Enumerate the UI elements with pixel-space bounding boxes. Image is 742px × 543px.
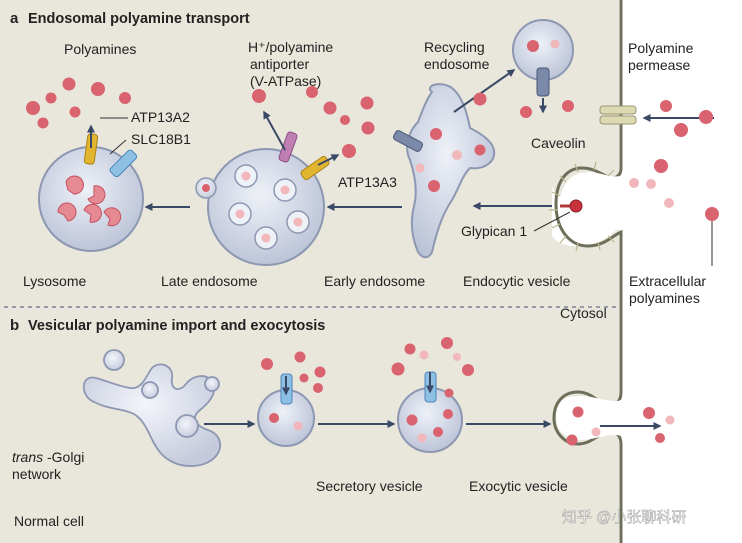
panel-a-letter: a <box>10 10 19 27</box>
atp13a2-transporter-icon <box>83 133 99 165</box>
label-extracellular-1: Extracellular <box>629 273 706 289</box>
watermark: 知乎 @小张聊科研 <box>562 509 686 526</box>
label-endocytic-vesicle: Endocytic vesicle <box>463 273 571 289</box>
label-secretory-vesicle: Secretory vesicle <box>316 478 423 494</box>
label-antiporter-2: antiporter <box>250 56 309 72</box>
label-early-endosome: Early endosome <box>324 273 425 289</box>
label-extracellular-2: polyamines <box>629 290 700 306</box>
label-atp13a3: ATP13A3 <box>338 174 397 190</box>
leader-lines <box>100 117 713 266</box>
slc18b1-transporter-icon <box>109 149 138 178</box>
endocytic-pocket <box>560 172 621 242</box>
secretory-precursor-vesicle <box>257 389 315 447</box>
polyamine-light-dots <box>419 350 675 437</box>
label-antiporter-1: H⁺/polyamine <box>248 39 333 55</box>
panel-a-title: Endosomal polyamine transport <box>28 11 250 27</box>
exocytic-pocket <box>558 396 621 440</box>
recycling-endosome <box>512 19 574 81</box>
caveolin-channel-icon <box>536 67 550 97</box>
label-normal-cell: Normal cell <box>14 513 84 529</box>
label-antiporter-3: (V-ATPase) <box>250 73 321 89</box>
label-caveolin: Caveolin <box>531 135 585 151</box>
secretory-vesicle <box>397 387 463 453</box>
label-network: network <box>12 466 62 482</box>
label-atp13a2: ATP13A2 <box>131 109 190 125</box>
polyamine-dot-icon <box>26 77 719 221</box>
glypican-hairs <box>549 161 615 252</box>
atp13a3-transporter-icon <box>392 130 424 152</box>
label-lysosome: Lysosome <box>23 273 87 289</box>
trans-golgi-network <box>82 349 222 467</box>
label-permease-2: permease <box>628 57 690 73</box>
label-trans-italic: trans <box>12 449 43 465</box>
label-recycling-2: endosome <box>424 56 490 72</box>
label-late-endosome: Late endosome <box>161 273 258 289</box>
label-permease-1: Polyamine <box>628 40 694 56</box>
label-exocytic-vesicle: Exocytic vesicle <box>469 478 568 494</box>
label-slc18b1: SLC18B1 <box>131 131 191 147</box>
polyamine-dot-icon <box>202 184 210 192</box>
glypican-icon <box>560 199 583 213</box>
label-polyamines: Polyamines <box>64 41 136 57</box>
late-endosome <box>207 148 325 266</box>
label-glypican: Glypican 1 <box>461 223 527 239</box>
label-recycling-1: Recycling <box>424 39 485 55</box>
permease-channel-icon <box>599 105 637 125</box>
panel-b-letter: b <box>10 317 19 334</box>
arrow-icon <box>204 372 662 430</box>
arrow-icon <box>87 69 714 211</box>
polyamine-light-dots <box>629 178 674 208</box>
panel-b-title: Vesicular polyamine import and exocytosi… <box>28 318 325 334</box>
cell-top-strip <box>0 0 6 543</box>
early-endosome <box>406 83 496 259</box>
label-cytosol: Cytosol <box>560 305 607 321</box>
polyamine-dot-icon <box>261 337 665 446</box>
label-golgi: -Golgi <box>47 449 84 465</box>
